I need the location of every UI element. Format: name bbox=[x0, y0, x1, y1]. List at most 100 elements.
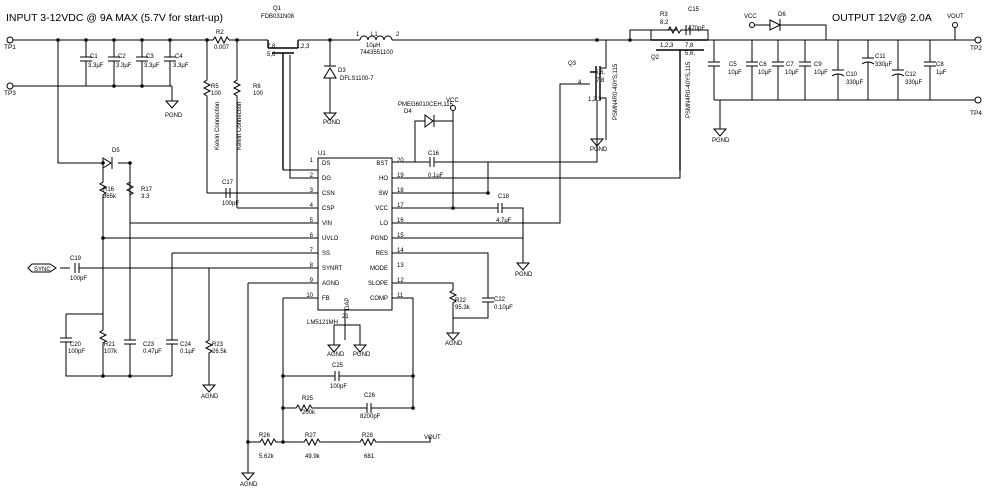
u1-pin-num-1: 1 bbox=[310, 158, 314, 164]
svg-text:C7: C7 bbox=[786, 62, 794, 68]
svg-text:100: 100 bbox=[211, 91, 222, 97]
u1-pin-name-18: SW bbox=[378, 191, 388, 197]
svg-text:C22: C22 bbox=[494, 297, 506, 303]
svg-text:FDB031N08: FDB031N08 bbox=[261, 14, 295, 20]
svg-text:8200pF: 8200pF bbox=[360, 414, 381, 420]
svg-text:7443551100: 7443551100 bbox=[360, 50, 394, 56]
svg-text:10µF: 10µF bbox=[728, 70, 742, 76]
tp3-terminal bbox=[6, 82, 14, 90]
u1-pin-num-16: 16 bbox=[397, 218, 404, 224]
c2-ref: C2 bbox=[118, 54, 126, 60]
svg-text:Q2: Q2 bbox=[651, 55, 660, 61]
svg-text:PSMN4R0-40YS,115: PSMN4R0-40YS,115 bbox=[686, 61, 692, 118]
u1-pin-name-12: SLOPE bbox=[368, 281, 388, 287]
svg-text:R3: R3 bbox=[660, 12, 668, 18]
svg-text:R5: R5 bbox=[211, 84, 219, 90]
u1-pin-num-20: 20 bbox=[397, 158, 404, 164]
svg-text:Q1: Q1 bbox=[273, 6, 282, 12]
svg-text:DAP: DAP bbox=[345, 298, 351, 310]
u1-pin-num-19: 19 bbox=[397, 173, 404, 179]
c3-value: 3.3µF bbox=[144, 63, 160, 69]
svg-text:1: 1 bbox=[356, 32, 360, 38]
q1-mosfet: Q1 FDB031N08 7,8 5,6 1,2,3 bbox=[261, 6, 360, 170]
svg-text:PMEG6010CEH,115: PMEG6010CEH,115 bbox=[398, 102, 454, 108]
svg-text:100pF: 100pF bbox=[222, 201, 239, 207]
u1-pin-name-11: COMP bbox=[370, 296, 388, 302]
svg-text:R25: R25 bbox=[302, 396, 314, 402]
svg-text:470pF: 470pF bbox=[688, 26, 705, 32]
svg-text:C20: C20 bbox=[70, 342, 82, 348]
u1-pin-name-20: BST bbox=[376, 161, 388, 167]
u1-pin-num-10: 10 bbox=[306, 293, 313, 299]
svg-text:Q3: Q3 bbox=[568, 61, 577, 67]
svg-text:PGND: PGND bbox=[515, 272, 533, 278]
svg-text:10µF: 10µF bbox=[758, 70, 772, 76]
svg-text:C15: C15 bbox=[688, 7, 700, 13]
u1-pin-num-12: 12 bbox=[397, 278, 404, 284]
svg-text:C5: C5 bbox=[729, 62, 737, 68]
svg-text:10µF: 10µF bbox=[814, 70, 828, 76]
svg-text:330µF: 330µF bbox=[875, 62, 892, 68]
u1-pin-name-2: DG bbox=[322, 176, 331, 182]
svg-text:1,2,3: 1,2,3 bbox=[588, 97, 602, 103]
output-capacitors: PGND VOUT TP2 TP4 C5 10µF C6 10µF C7 10µ… bbox=[708, 14, 982, 144]
svg-text:10µH: 10µH bbox=[366, 43, 380, 49]
svg-text:7,8: 7,8 bbox=[685, 43, 694, 49]
svg-text:AGND: AGND bbox=[201, 394, 219, 400]
svg-text:R6: R6 bbox=[253, 84, 261, 90]
u1-pin-name-16: LO bbox=[380, 221, 388, 227]
svg-text:PSMN4R0-40YS,115: PSMN4R0-40YS,115 bbox=[613, 63, 619, 120]
svg-text:R26: R26 bbox=[259, 433, 271, 439]
svg-text:VCC: VCC bbox=[446, 98, 459, 104]
svg-text:4: 4 bbox=[578, 80, 582, 86]
svg-text:5,6: 5,6 bbox=[267, 52, 276, 58]
svg-text:100: 100 bbox=[253, 91, 264, 97]
u1-pin-num-3: 3 bbox=[310, 188, 314, 194]
u1-pin-num-2: 2 bbox=[310, 173, 314, 179]
svg-text:R17: R17 bbox=[141, 187, 153, 193]
d6-diode: VCC D6 bbox=[744, 12, 827, 40]
svg-text:681: 681 bbox=[364, 454, 375, 460]
c1-ref: C1 bbox=[90, 54, 98, 60]
svg-text:R27: R27 bbox=[305, 433, 317, 439]
u1-pin-name-4: CSP bbox=[322, 206, 334, 212]
svg-text:PGND: PGND bbox=[323, 120, 341, 126]
r2-resistor: R2 0.007 bbox=[212, 30, 230, 51]
svg-text:AGND: AGND bbox=[240, 482, 258, 488]
svg-text:330µF: 330µF bbox=[905, 80, 922, 86]
svg-text:4.7µF: 4.7µF bbox=[496, 218, 512, 224]
svg-text:95.3k: 95.3k bbox=[455, 305, 471, 311]
svg-text:5,6,: 5,6, bbox=[685, 51, 695, 57]
svg-text:2: 2 bbox=[396, 32, 400, 38]
output-title: OUTPUT 12V@ 2.0A bbox=[832, 12, 932, 24]
c4-ref: C4 bbox=[175, 54, 183, 60]
u1-pin-num-13: 13 bbox=[397, 263, 404, 269]
u1-pin-num-4: 4 bbox=[310, 203, 314, 209]
svg-text:0.10µF: 0.10µF bbox=[494, 305, 513, 311]
l1-inductor: 1 2 L1 10µH 7443551100 bbox=[356, 32, 630, 56]
svg-text:U1: U1 bbox=[318, 151, 326, 157]
u1-pin-name-1: DS bbox=[322, 161, 330, 167]
u1-pin-num-17: 17 bbox=[397, 203, 404, 209]
tp3-label: TP3 bbox=[4, 90, 16, 97]
svg-text:DFLS1100-7: DFLS1100-7 bbox=[340, 76, 374, 82]
u1-pin-name-7: SS bbox=[322, 251, 330, 257]
svg-text:365k: 365k bbox=[103, 194, 117, 200]
svg-text:R23: R23 bbox=[212, 342, 224, 348]
u1-pin-name-9: AGND bbox=[322, 281, 340, 287]
svg-text:C16: C16 bbox=[428, 151, 440, 157]
svg-text:7,8: 7,8 bbox=[596, 78, 605, 84]
svg-text:C26: C26 bbox=[364, 393, 376, 399]
u1-pin-num-18: 18 bbox=[397, 188, 404, 194]
svg-text:3.3: 3.3 bbox=[141, 194, 150, 200]
svg-text:C25: C25 bbox=[332, 363, 344, 369]
svg-text:L1: L1 bbox=[371, 32, 378, 38]
tp1-label: TP1 bbox=[4, 44, 16, 51]
u1-pin-name-15: PGND bbox=[371, 236, 389, 242]
input-title: INPUT 3-12VDC @ 9A MAX (5.7V for start-u… bbox=[6, 12, 223, 24]
u1-pin-num-5: 5 bbox=[310, 218, 314, 224]
input-capacitors: PGND C1 3.3µF C2 3.3µF C3 3.3µF C4 3.3µF bbox=[80, 40, 189, 119]
u1-pin-name-3: CSN bbox=[322, 191, 335, 197]
svg-text:7,8: 7,8 bbox=[267, 44, 276, 50]
svg-text:R16: R16 bbox=[103, 187, 115, 193]
